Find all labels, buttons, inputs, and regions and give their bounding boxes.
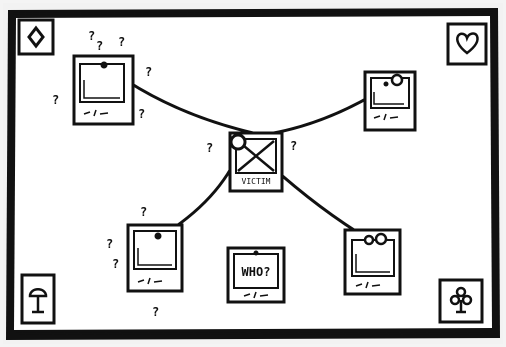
pushpin-icon (254, 251, 259, 256)
suspect-card-top-left[interactable] (74, 56, 133, 124)
pushpin-icon (155, 233, 162, 240)
corner-top-left (19, 20, 53, 54)
suspect-card-bottom-right[interactable] (345, 230, 400, 294)
victim-label: VICTIM (242, 177, 271, 186)
question-mark: ? (206, 141, 213, 155)
pushpin-icon (392, 75, 402, 85)
question-mark: ? (52, 93, 59, 107)
pushpin-icon (384, 82, 389, 87)
question-mark: ? (145, 65, 152, 79)
question-mark: ? (88, 29, 95, 43)
question-mark: ? (118, 35, 125, 49)
question-mark: ? (290, 139, 297, 153)
unknown-label: WHO? (242, 265, 271, 279)
suspect-card-top-right[interactable] (365, 72, 415, 130)
unknown-suspect-card[interactable]: WHO? (228, 248, 284, 302)
question-mark: ? (112, 257, 119, 271)
corner-bottom-right (440, 280, 482, 322)
question-mark: ? (138, 107, 145, 121)
corner-bottom-left (22, 275, 54, 323)
pushpin-icon (231, 135, 245, 149)
pushpin-icon (101, 62, 108, 69)
victim-card[interactable]: VICTIM (230, 133, 282, 191)
pushpin-icon (365, 236, 373, 244)
question-mark: ? (152, 305, 159, 319)
question-mark: ? (106, 237, 113, 251)
corner-top-right (448, 24, 486, 64)
question-mark: ? (140, 205, 147, 219)
suspect-card-bottom-left[interactable] (128, 225, 182, 291)
pushpin-icon (376, 234, 386, 244)
question-mark: ? (96, 39, 103, 53)
